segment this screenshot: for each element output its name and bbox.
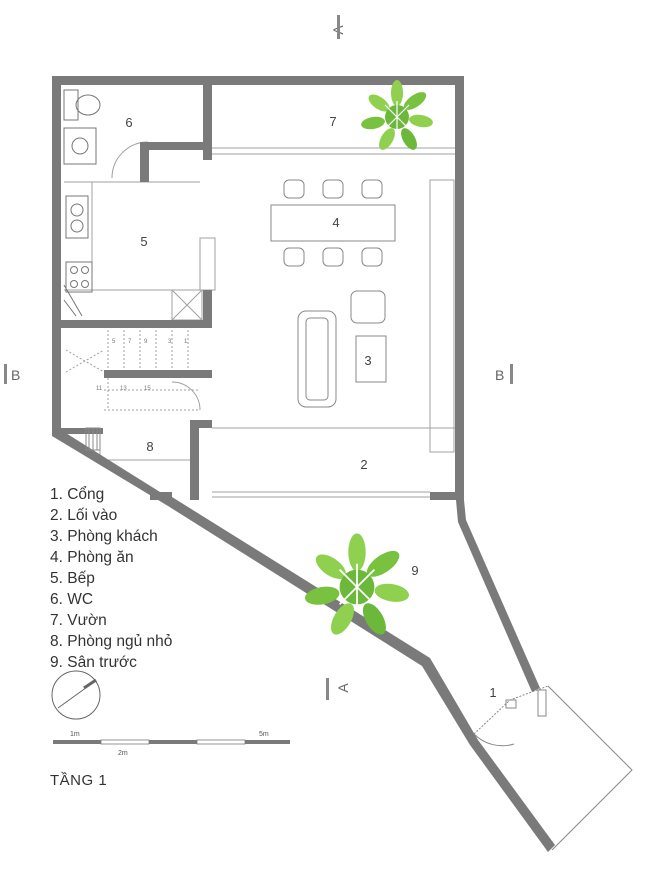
wc-fixtures bbox=[63, 89, 101, 165]
section-label-b-left: B bbox=[11, 367, 20, 383]
room-number-3: 3 bbox=[364, 353, 371, 368]
room-number-5: 5 bbox=[140, 234, 147, 249]
room-number-1: 1 bbox=[489, 685, 496, 700]
section-label-a-bottom: A bbox=[335, 683, 351, 693]
legend-item: 2. Lối vào bbox=[50, 507, 118, 524]
section-marker-a-bottom: A bbox=[326, 678, 351, 700]
chair-icon bbox=[283, 247, 305, 267]
svg-text:5: 5 bbox=[112, 339, 116, 345]
svg-text:11: 11 bbox=[96, 386, 103, 392]
room-number-7: 7 bbox=[329, 114, 336, 129]
scale-label-5m: 5m bbox=[259, 731, 269, 738]
svg-text:7: 7 bbox=[128, 339, 132, 345]
stove-icon bbox=[65, 261, 93, 293]
legend-item: 4. Phòng ăn bbox=[50, 549, 134, 566]
legend-item: 8. Phòng ngủ nhỏ bbox=[50, 633, 173, 650]
dining-set bbox=[270, 179, 396, 267]
chair-icon bbox=[322, 247, 344, 267]
room-number-8: 8 bbox=[146, 439, 153, 454]
legend-item: 3. Phòng khách bbox=[50, 528, 158, 545]
room-number-4: 4 bbox=[332, 215, 339, 230]
sofa bbox=[297, 310, 337, 408]
section-label-b-right: B bbox=[495, 367, 504, 383]
north-arrow-icon bbox=[51, 670, 101, 720]
basin-icon bbox=[63, 127, 97, 165]
floor-title: TẦNG 1 bbox=[50, 772, 108, 789]
room-number-6: 6 bbox=[125, 115, 132, 130]
section-marker-b-right: B bbox=[495, 364, 513, 384]
tree-icon bbox=[304, 533, 410, 635]
room-number-9: 9 bbox=[411, 563, 418, 578]
living-furniture bbox=[297, 290, 387, 408]
svg-text:3: 3 bbox=[168, 339, 172, 345]
section-marker-b-left: B bbox=[4, 364, 20, 384]
scale-bar: 1m 2m 5m bbox=[53, 731, 290, 757]
scale-label-2m: 2m bbox=[118, 750, 128, 757]
interior-lines bbox=[64, 141, 456, 498]
svg-text:13: 13 bbox=[120, 386, 127, 392]
small-window-hatch bbox=[85, 427, 101, 451]
scale-label-1m: 1m bbox=[70, 731, 80, 738]
legend-item: 5. Bếp bbox=[50, 570, 95, 587]
legend-item: 9. Sân trước bbox=[50, 654, 137, 671]
room-number-2: 2 bbox=[360, 457, 367, 472]
chair-icon bbox=[322, 179, 344, 199]
sink-icon bbox=[65, 195, 89, 239]
walls bbox=[52, 76, 555, 852]
svg-text:9: 9 bbox=[144, 339, 148, 345]
legend-item: 6. WC bbox=[50, 591, 94, 608]
svg-text:15: 15 bbox=[144, 386, 151, 392]
chair-icon bbox=[283, 179, 305, 199]
toilet-tank-icon bbox=[63, 89, 79, 121]
coffee-table bbox=[355, 335, 387, 383]
chair-icon bbox=[361, 247, 383, 267]
room-legend: 1. Cổng 2. Lối vào 3. Phòng khách 4. Phò… bbox=[50, 484, 172, 673]
toilet-bowl-icon bbox=[75, 94, 101, 116]
room-labels: 1 2 3 4 5 6 7 8 9 bbox=[125, 114, 496, 700]
svg-text:1: 1 bbox=[184, 339, 188, 345]
stair-numbers: 5 7 9 3 1 11 13 15 bbox=[96, 339, 188, 392]
legend-item: 7. Vườn bbox=[50, 612, 107, 629]
armchair bbox=[350, 290, 386, 324]
legend-item: 1. Cổng bbox=[50, 486, 105, 503]
section-marker-a-top: A bbox=[330, 15, 346, 39]
tree-icon bbox=[361, 80, 433, 150]
chair-icon bbox=[361, 179, 383, 199]
dining-table bbox=[270, 204, 396, 242]
gate bbox=[473, 685, 633, 851]
kitchen-fixtures bbox=[63, 195, 93, 317]
